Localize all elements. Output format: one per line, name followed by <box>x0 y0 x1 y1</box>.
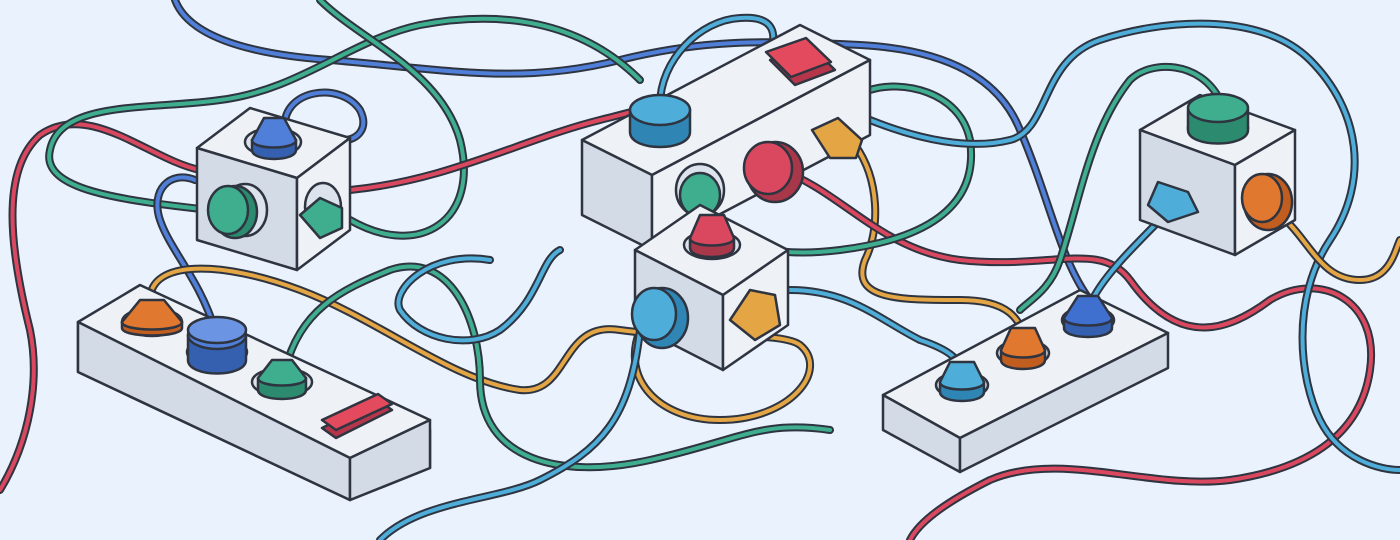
red-plug-icon <box>688 213 736 259</box>
red-round-plug-icon <box>742 140 805 204</box>
power-switch-icon <box>764 36 837 87</box>
blue-plug-icon <box>250 116 298 161</box>
light-blue-round-plug-icon <box>630 286 690 350</box>
yellow-plug-icon <box>728 288 782 342</box>
light-blue-round-plug-icon <box>628 93 692 149</box>
power-strip-center <box>580 23 872 252</box>
blue-round-plug-icon <box>186 315 248 375</box>
green-plug-icon <box>298 196 344 240</box>
cube-adapter-right <box>1138 92 1297 257</box>
light-blue-plug-icon <box>938 360 986 403</box>
orange-round-plug-icon <box>1240 172 1294 232</box>
power-strip-right <box>881 288 1170 474</box>
blue-plug-icon <box>1062 294 1114 339</box>
power-strip-left <box>76 283 432 502</box>
green-round-plug-icon <box>1186 92 1250 145</box>
green-plug-icon <box>256 358 308 401</box>
green-plug-icon <box>206 184 259 240</box>
light-blue-plug-icon <box>1146 180 1200 224</box>
power-switch-icon <box>320 392 394 440</box>
cube-adapter-left <box>195 106 352 272</box>
yellow-plug-icon <box>810 116 864 160</box>
orange-plug-icon <box>999 326 1047 371</box>
orange-plug-icon <box>120 298 184 337</box>
cube-adapter-center <box>630 203 790 372</box>
